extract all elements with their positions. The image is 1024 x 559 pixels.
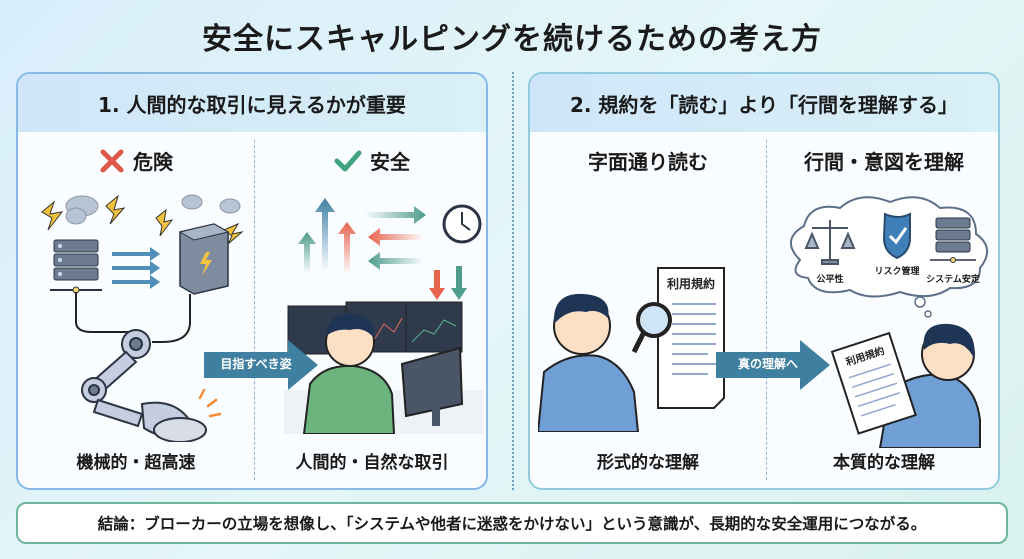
cloud-label-stability: システム安定 [926, 273, 981, 285]
arrow-right-icon [204, 340, 318, 390]
clock-icon [442, 204, 482, 244]
pc-tower-icon [178, 223, 230, 295]
section-divider [512, 72, 514, 490]
trade-arrows [298, 198, 467, 300]
page-title: 安全にスキャルピングを続けるための考え方 [202, 22, 822, 57]
person [538, 293, 640, 432]
literal-reading-heading: 字面通り読む [530, 146, 766, 175]
document-title: 利用規約 [667, 276, 715, 291]
literal-reading-heading-text: 字面通り読む [588, 150, 708, 174]
intent-heading-text: 行間・意図を理解 [804, 150, 964, 174]
cloud-label-fairness: 公平性 [816, 273, 843, 285]
true-understanding-arrow-label: 真の理解へ [737, 357, 798, 371]
panel-human-like-trading: 1. 人間的な取引に見えるかが重要 危険 [16, 72, 488, 490]
essential-understanding-label: 本質的な理解 [833, 453, 935, 473]
goal-arrow-badge: 目指すべき姿 [204, 340, 322, 390]
column-divider [766, 140, 767, 480]
cloud-label-risk: リスク管理 [874, 265, 919, 277]
arrow-right-icon [716, 340, 830, 390]
panel-heading: 2. 規約を「読む」より「行間を理解する」 [530, 74, 998, 132]
safe-heading-text: 安全 [370, 150, 410, 174]
mouse-icon [153, 417, 207, 442]
danger-heading-text: 危険 [133, 150, 173, 174]
document-icon: 利用規約 [657, 267, 725, 409]
cross-icon [100, 149, 124, 172]
smoke-icon [181, 194, 241, 214]
trader [302, 313, 396, 434]
magnifier-reader-illustration: 利用規約 [538, 267, 725, 432]
front-monitor [400, 346, 464, 426]
check-icon [334, 150, 362, 171]
column-divider [254, 140, 255, 480]
safe-heading: 安全 [254, 146, 486, 175]
conclusion-text: 結論：ブローカーの立場を想像し、「システムや他者に迷惑をかけない」という意識が、… [97, 515, 927, 533]
danger-label: 機械的・超高速 [76, 453, 196, 473]
robot-arm-illustration [41, 194, 244, 442]
magnifying-glass-icon [631, 302, 672, 354]
conclusion-box: 結論：ブローカーの立場を想像し、「システムや他者に迷惑をかけない」という意識が、… [16, 502, 1008, 544]
document-icon: 利用規約 [830, 331, 917, 435]
shield-check-icon [882, 212, 911, 260]
lightning-icon [155, 208, 174, 237]
scales-icon [804, 220, 856, 265]
click-effect [198, 388, 222, 418]
server-icon [930, 217, 976, 263]
thinking-reader-illustration: 公平性 リスク管理 システム安定 利用規約 [790, 196, 988, 448]
lightning-icon [223, 222, 244, 245]
panel-heading: 1. 人間的な取引に見えるかが重要 [18, 74, 486, 132]
danger-heading: 危険 [18, 146, 254, 175]
trader-illustration [284, 198, 484, 434]
formal-understanding-label: 形式的な理解 [597, 453, 699, 473]
lightning-icon [41, 200, 64, 231]
safe-label: 人間的・自然な取引 [295, 453, 449, 473]
intent-heading: 行間・意図を理解 [766, 146, 998, 175]
server-rack-icon [50, 239, 102, 294]
true-understanding-arrow-badge: 真の理解へ [716, 340, 834, 390]
panel-understand-terms: 2. 規約を「読む」より「行間を理解する」 字面通り読む 利用規約 [528, 72, 1000, 490]
smoke-icon [65, 195, 99, 225]
data-flow-arrows [112, 247, 160, 289]
goal-arrow-label: 目指すべき姿 [220, 357, 292, 371]
lightning-icon [105, 194, 126, 225]
